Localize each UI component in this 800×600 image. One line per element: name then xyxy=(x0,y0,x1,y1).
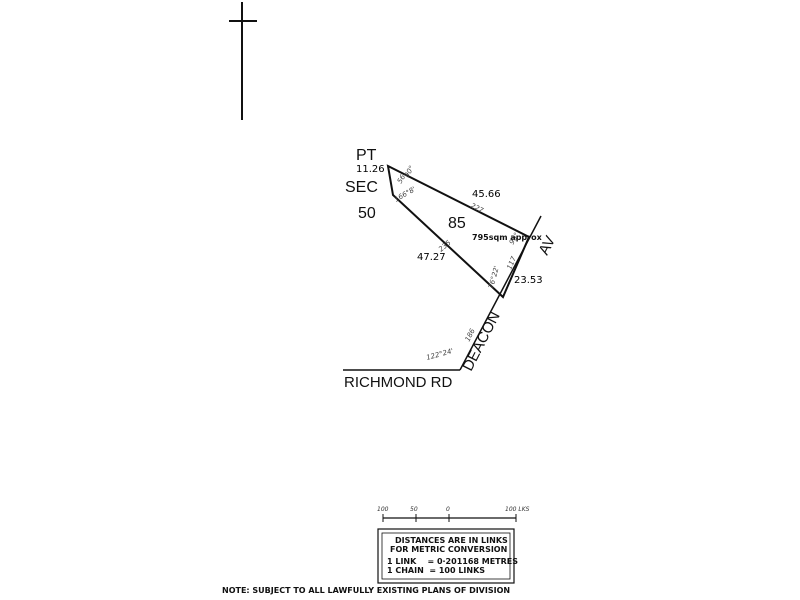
lot-85-boundary xyxy=(386,164,531,299)
angle-nw-left: 166°8' xyxy=(393,185,417,204)
link-top-short: 56 xyxy=(396,173,408,185)
lot-number: 85 xyxy=(448,215,466,232)
section-number: 50 xyxy=(358,205,376,222)
legend-line-3: 1 LINK = 0·201168 METRES xyxy=(387,557,518,566)
dim-right-short: 23.53 xyxy=(514,275,543,286)
legend-line-1: DISTANCES ARE IN LINKS xyxy=(395,536,508,545)
dim-top-long: 45.66 xyxy=(472,189,501,200)
scale-tick-2: 50 xyxy=(410,506,418,513)
sec-label: SEC xyxy=(345,179,378,196)
division-note: NOTE: SUBJECT TO ALL LAWFULLY EXISTING P… xyxy=(222,586,510,595)
angle-s-corner: 76°22' xyxy=(487,265,501,290)
conversion-legend xyxy=(377,528,515,584)
richmond-rd-label: RICHMOND RD xyxy=(344,374,452,391)
dim-top-short: 11.26 xyxy=(356,164,385,175)
pt-label: PT xyxy=(356,147,377,164)
scale-tick-3: 0 xyxy=(446,506,450,513)
legend-line-4: 1 CHAIN = 100 LINKS xyxy=(387,566,485,575)
legend-line-2: FOR METRIC CONVERSION xyxy=(390,545,507,554)
north-arrow-icon xyxy=(229,2,257,120)
angle-richmond-corner: 122°24' xyxy=(425,347,454,362)
dim-left-long: 47.27 xyxy=(417,252,446,263)
scale-tick-4: 100 LKS xyxy=(505,506,530,513)
area-label: 795sqm approx xyxy=(472,233,543,242)
av-label: AV xyxy=(535,233,559,258)
scale-bar xyxy=(382,514,517,522)
angle-nw-corner: 90° xyxy=(403,164,416,179)
deacon-av-road-line xyxy=(459,215,542,371)
scale-tick-1: 100 xyxy=(377,506,389,513)
